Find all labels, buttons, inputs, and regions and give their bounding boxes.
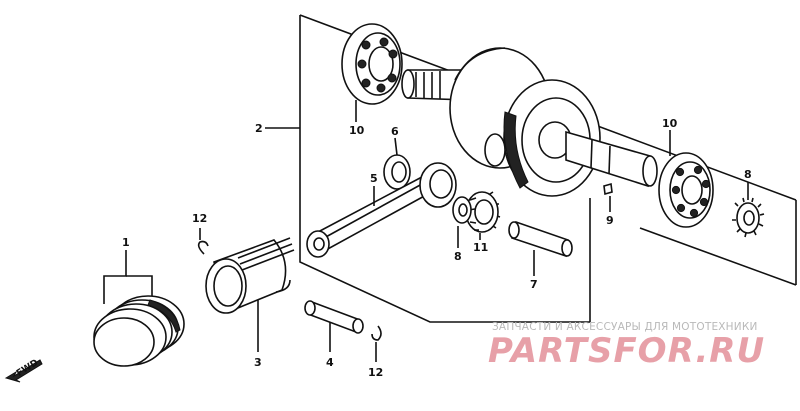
callout-4: 4 [326, 356, 334, 369]
left-bearing [341, 23, 403, 105]
crank-pin [508, 220, 573, 258]
piston-pin [304, 300, 364, 334]
callout-8-gear: 8 [744, 168, 752, 181]
callout-9: 9 [606, 214, 614, 227]
callout-2: 2 [255, 122, 263, 135]
piston-pin-clip-upper [197, 240, 209, 255]
right-bearing [658, 152, 714, 228]
crankshaft [401, 47, 658, 197]
forward-direction-label: FWD [15, 358, 40, 379]
leader-6 [394, 137, 398, 156]
callout-8-washer: 8 [454, 250, 462, 263]
callout-7: 7 [530, 278, 538, 291]
callout-10-right: 10 [662, 117, 678, 130]
piston-pin-clip-lower [371, 325, 382, 341]
callout-10-left: 10 [349, 124, 365, 137]
watermark-brand: PARTSFOR.RU [488, 331, 765, 371]
woodruff-key [603, 182, 613, 196]
callout-12-lower: 12 [368, 366, 383, 379]
piston-rings [93, 295, 185, 367]
lower-washer [452, 196, 472, 224]
callout-3: 3 [254, 356, 262, 369]
callout-1: 1 [122, 236, 130, 249]
callout-12-upper: 12 [192, 212, 207, 225]
watermark-tagline: ЗАПЧАСТИ И АКСЕССУАРЫ ДЛЯ МОТОТЕХНИКИ [492, 321, 758, 333]
callout-5: 5 [370, 172, 378, 185]
thrust-washer [383, 154, 411, 190]
callout-11: 11 [473, 241, 488, 254]
connecting-rod [306, 162, 457, 258]
callout-6: 6 [391, 125, 399, 138]
leader-1a [103, 250, 127, 304]
forward-arrow-icon [4, 359, 43, 383]
leader-1b [126, 275, 153, 296]
piston [205, 237, 295, 314]
drive-gear [732, 197, 765, 238]
